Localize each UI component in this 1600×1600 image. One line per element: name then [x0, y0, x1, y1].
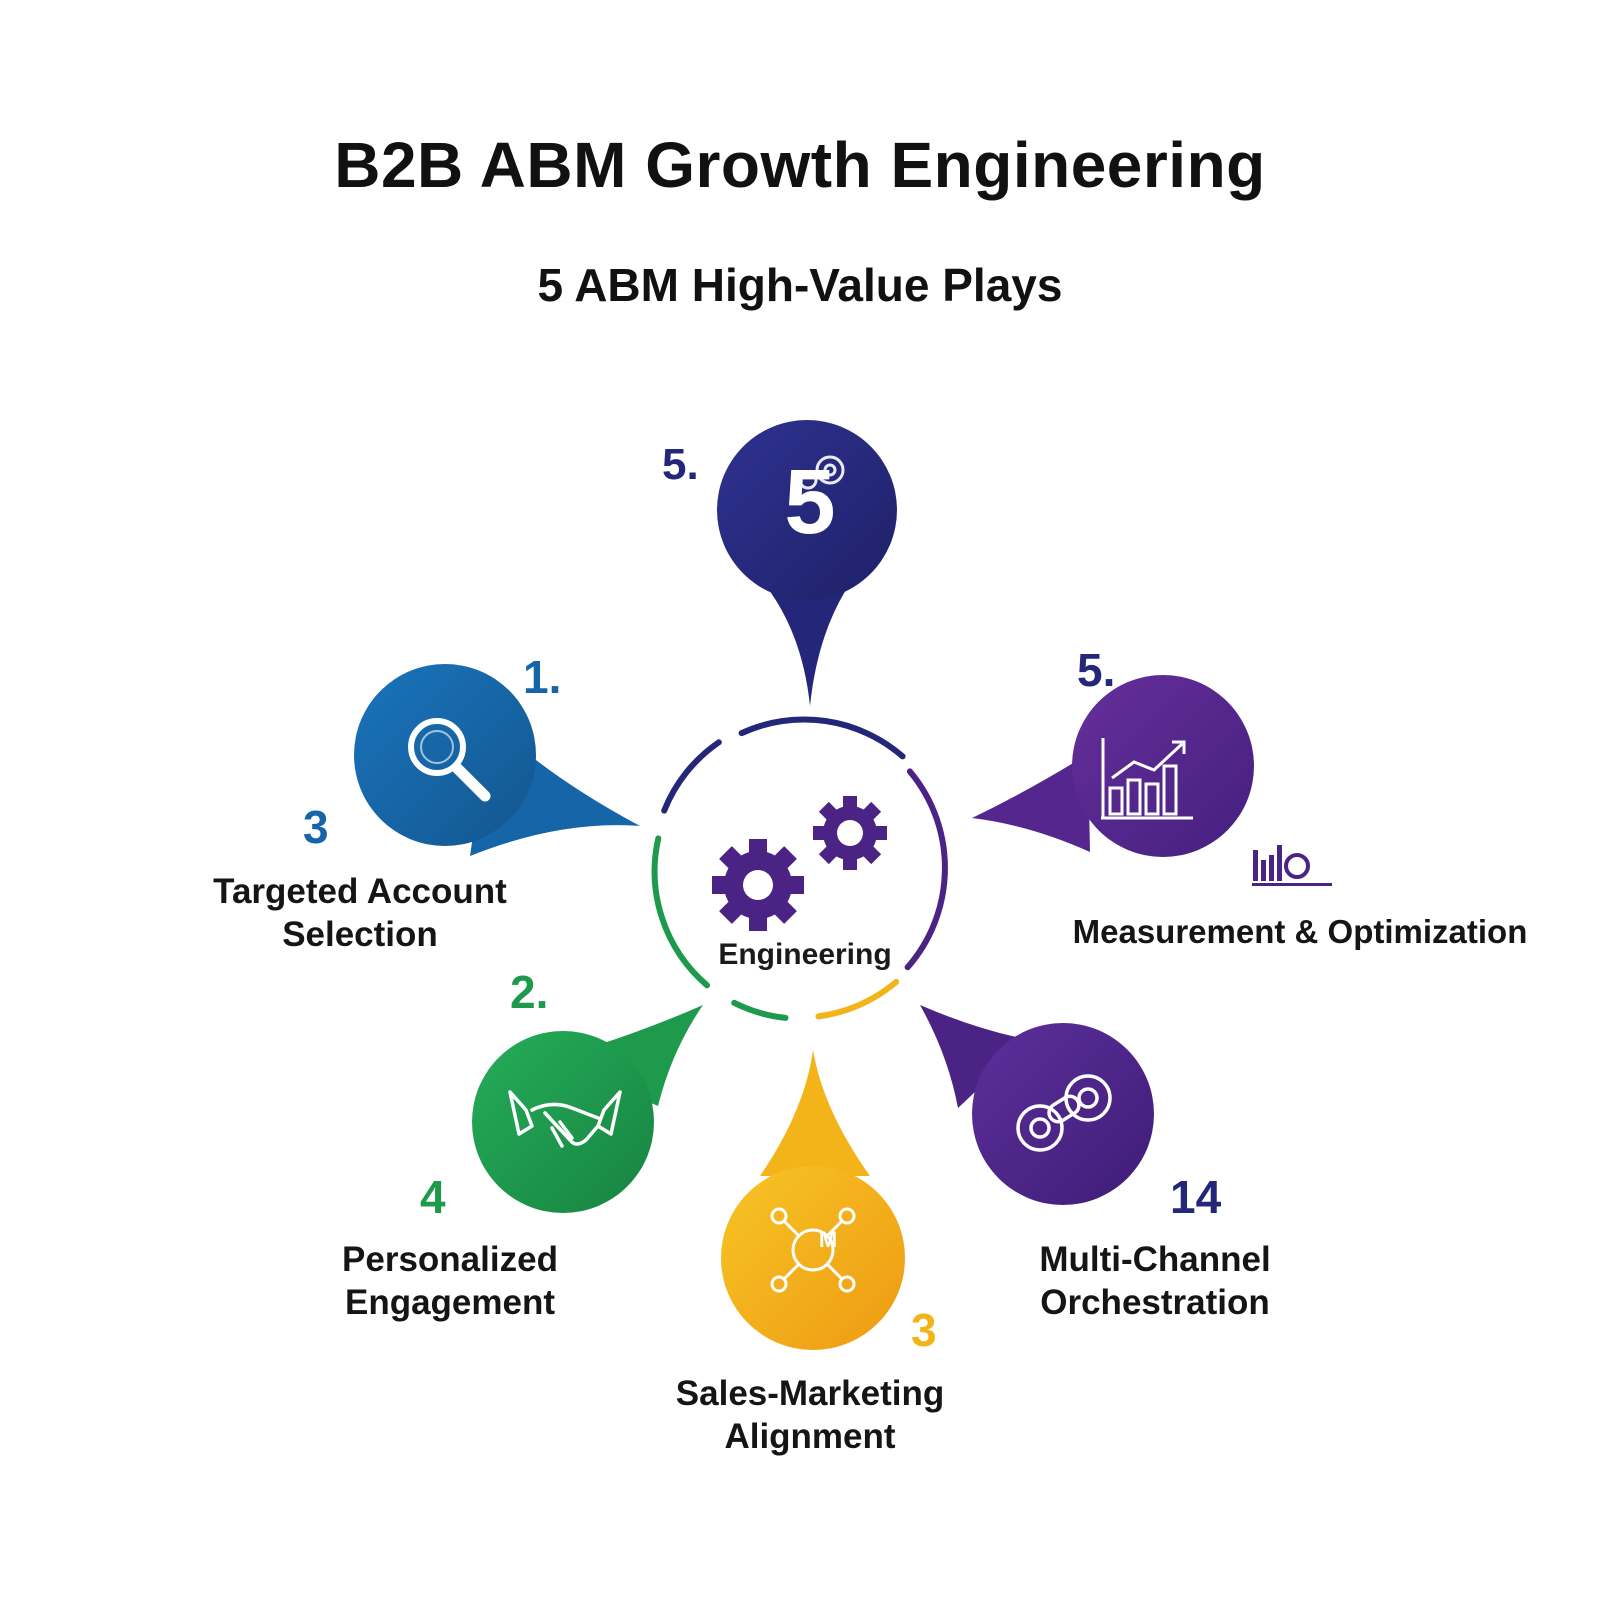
play-1-circle	[354, 664, 536, 846]
center-ring	[651, 716, 948, 1021]
title: B2B ABM Growth Engineering	[334, 129, 1266, 201]
play-2-tail	[550, 1005, 703, 1106]
play-5-marker: 5.	[1077, 644, 1116, 696]
play-4-label-line2: Orchestration	[1040, 1283, 1270, 1322]
play-4-count: 14	[1170, 1171, 1222, 1223]
play-2-circle	[472, 1031, 654, 1213]
play-4-tail	[920, 1005, 1030, 1108]
network-icon	[770, 1207, 856, 1293]
play-1-label-line1: Targeted Account	[213, 872, 507, 911]
play-5-label-line1: Measurement & Optimization	[1072, 913, 1528, 950]
play-1-label: Targeted Account Selection	[200, 870, 520, 956]
play-4-circle	[972, 1023, 1154, 1205]
small-gears-icon	[798, 455, 845, 490]
play-3-label-line1: Sales-Marketing	[675, 1374, 945, 1413]
handshake-icon	[508, 1090, 622, 1148]
play-2-label-line2: Engagement	[344, 1283, 556, 1322]
bar-chart-icon	[1101, 738, 1193, 820]
play-2-count: 4	[420, 1171, 446, 1223]
play-1-marker: 1.	[523, 651, 562, 703]
mini-chart-icon	[1252, 845, 1332, 886]
top-node-circle	[717, 420, 897, 600]
center-label: Engineering	[718, 938, 892, 971]
play-1-label-line2: Selection	[282, 915, 438, 954]
ring-segment-purple	[906, 768, 948, 877]
play-5-label: Measurement & Optimization	[1050, 910, 1550, 953]
play-1-count: 3	[303, 801, 329, 853]
ring-segment-green	[731, 999, 789, 1021]
play-3-glyph: M	[818, 1227, 838, 1252]
gears-icon	[712, 796, 887, 931]
play-5-tail	[972, 754, 1090, 852]
ring-segment-yellow	[815, 978, 900, 1020]
play-3-label: Sales-Marketing Alignment	[660, 1372, 960, 1458]
play-3-circle	[721, 1166, 905, 1350]
play-4-label-line1: Multi-Channel	[1039, 1240, 1271, 1279]
top-node-digit: 5	[784, 451, 836, 553]
play-2-marker: 2.	[510, 966, 549, 1018]
top-node-marker: 5.	[662, 440, 699, 489]
play-3-tail	[760, 1050, 870, 1176]
subtitle: 5 ABM High-Value Plays	[537, 259, 1063, 311]
ring-segment-purple-2	[904, 871, 948, 971]
ring-segment-navy-2	[661, 739, 722, 814]
magnifier-icon	[408, 718, 491, 802]
play-3-count: 3	[911, 1304, 937, 1356]
play-2-label: Personalized Engagement	[300, 1238, 600, 1324]
gear-link-icon	[1016, 1074, 1112, 1152]
play-3-label-line2: Alignment	[724, 1417, 896, 1456]
play-4-label: Multi-Channel Orchestration	[1010, 1238, 1300, 1324]
ring-segment-navy	[738, 716, 906, 760]
ring-segment-green-2	[651, 835, 710, 989]
play-2-label-line1: Personalized	[342, 1240, 558, 1279]
